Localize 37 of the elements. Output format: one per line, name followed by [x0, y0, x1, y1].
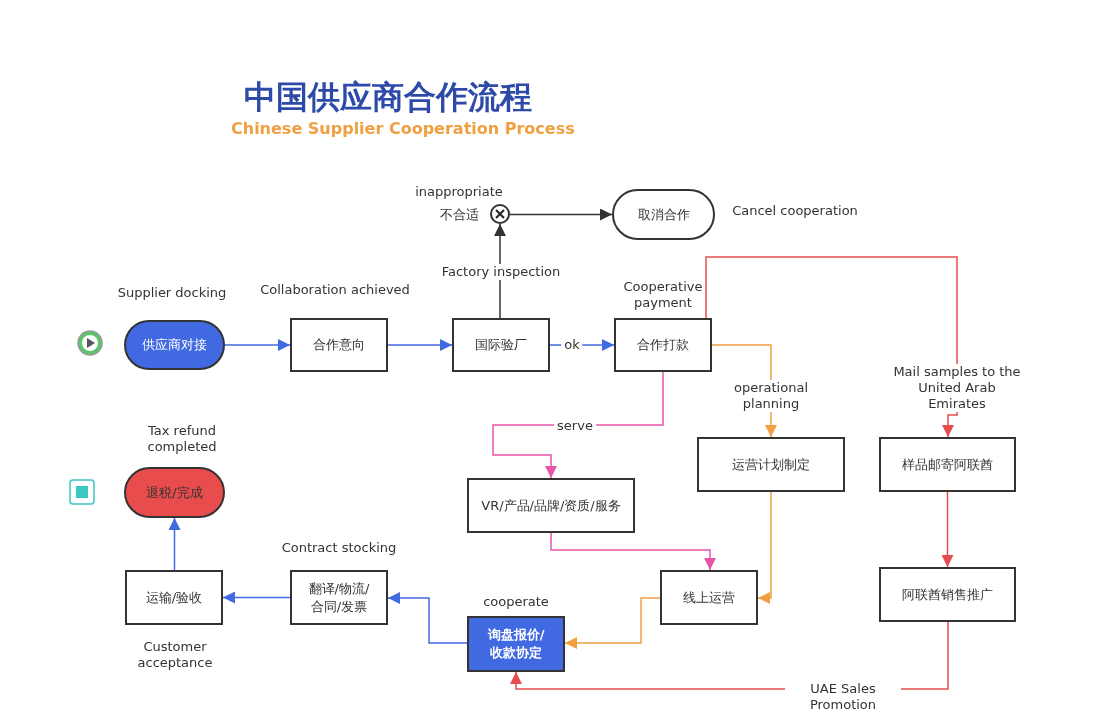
process-box: 合作意向	[290, 318, 388, 372]
arrow	[222, 591, 291, 604]
node-caption: Cancel cooperation	[731, 203, 859, 219]
terminal-box: 退税/完成	[124, 467, 225, 518]
process-box: 国际验厂	[452, 318, 550, 372]
terminal-box: 供应商对接	[124, 320, 225, 370]
arrow	[387, 592, 468, 644]
node-caption: Collaboration achieved	[259, 282, 411, 298]
subtitle: Chinese Supplier Cooperation Process	[231, 119, 575, 138]
node-caption: Cooperative payment	[622, 279, 704, 311]
arrow	[387, 339, 453, 351]
node-caption: Customer acceptance	[136, 639, 214, 671]
arrow	[224, 339, 291, 351]
node-caption: 不合适	[438, 207, 480, 223]
node-caption: inappropriate	[414, 184, 504, 200]
process-box: 线上运营	[660, 570, 758, 625]
process-box: VR/产品/品牌/资质/服务	[467, 478, 635, 533]
process-box: 运输/验收	[125, 570, 223, 625]
node-caption: Tax refund completed	[146, 423, 218, 455]
arrow	[564, 597, 661, 649]
process-box: 阿联酋销售推广	[879, 567, 1016, 622]
process-box: 询盘报价/收款协定	[467, 616, 565, 672]
gateway-circle	[490, 204, 510, 224]
arrow	[168, 517, 181, 571]
terminal-box: 取消合作	[612, 189, 715, 240]
process-box: 合作打款	[614, 318, 712, 372]
arrow	[550, 532, 716, 571]
arrow	[941, 491, 954, 568]
arrow	[705, 256, 958, 438]
arrow	[757, 491, 772, 604]
process-box: 翻译/物流/合同/发票	[290, 570, 388, 625]
node-caption: cooperate	[482, 594, 550, 610]
process-box: 样品邮寄阿联酋	[879, 437, 1016, 492]
process-box: 运营计划制定	[697, 437, 845, 492]
arrow	[509, 208, 613, 221]
title: 中国供应商合作流程	[244, 77, 532, 118]
node-caption: Contract stocking	[280, 540, 398, 556]
